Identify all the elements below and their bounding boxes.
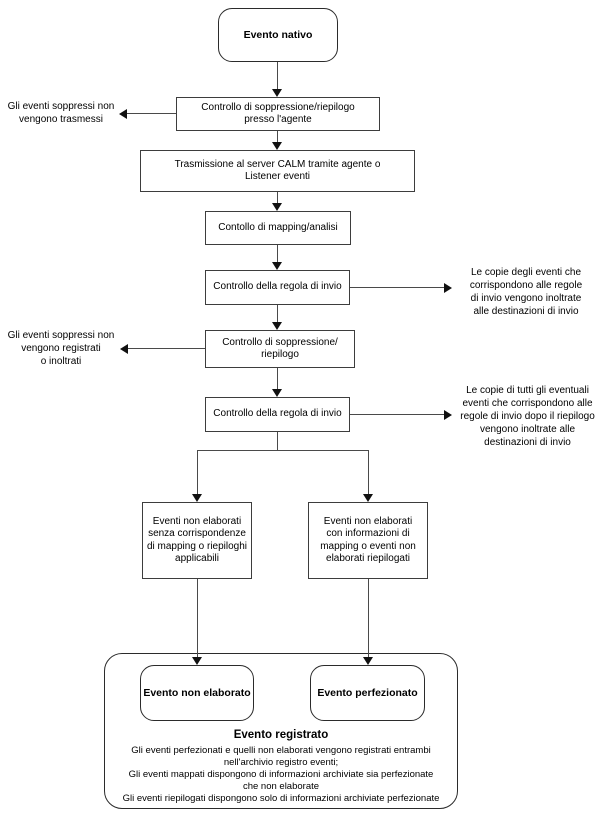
arrowhead-down-icon [272, 142, 282, 150]
node-eventi-con-informazioni: Eventi non elaborati con informazioni di… [308, 502, 428, 579]
arrowhead-down-icon [192, 494, 202, 502]
node-evento-nativo: Evento nativo [218, 8, 338, 62]
connector-line [197, 450, 368, 451]
connector-line [128, 348, 205, 349]
arrowhead-down-icon [363, 494, 373, 502]
arrowhead-down-icon [272, 203, 282, 211]
connector-line [350, 414, 444, 415]
node-eventi-senza-corrispondenze: Eventi non elaborati senza corrispondenz… [142, 502, 252, 579]
connector-line [127, 113, 176, 114]
annotation-soppressi-non-registrati: Gli eventi soppressi non vengono registr… [7, 330, 115, 367]
node-controllo-mapping: Contollo di mapping/analisi [205, 211, 351, 245]
arrowhead-down-icon [272, 89, 282, 97]
arrowhead-down-icon [192, 657, 202, 665]
arrowhead-down-icon [272, 322, 282, 330]
node-controllo-regola-invio-1: Controllo della regola di invio [205, 270, 350, 305]
connector-line [368, 579, 369, 657]
node-controllo-soppressione-riepilogo: Controllo di soppressione/ riepilogo [205, 330, 355, 368]
connector-line [350, 287, 444, 288]
annotation-soppressi-non-trasmessi: Gli eventi soppressi non vengono trasmes… [7, 101, 115, 125]
connector-line [277, 368, 278, 389]
arrowhead-left-icon [119, 109, 127, 119]
connector-line [277, 62, 278, 90]
connector-line [197, 450, 198, 494]
arrowhead-right-icon [444, 410, 452, 420]
connector-line [277, 192, 278, 204]
evento-registrato-title: Evento registrato [233, 729, 329, 741]
arrowhead-left-icon [120, 344, 128, 354]
node-controllo-soppressione-agente: Controllo di soppressione/riepilogo pres… [176, 97, 380, 131]
arrowhead-down-icon [363, 657, 373, 665]
node-evento-non-elaborato: Evento non elaborato [140, 665, 254, 721]
connector-line [197, 579, 198, 657]
connector-line [368, 450, 369, 494]
evento-registrato-description: Gli eventi perfezionati e quelli non ela… [122, 745, 440, 804]
arrowhead-down-icon [272, 262, 282, 270]
arrowhead-right-icon [444, 283, 452, 293]
arrowhead-down-icon [272, 389, 282, 397]
connector-line [277, 432, 278, 450]
annotation-copie-eventi-inoltrate: Le copie degli eventi che corrispondono … [469, 267, 583, 317]
node-evento-perfezionato: Evento perfezionato [310, 665, 425, 721]
connector-line [277, 245, 278, 262]
connector-line [277, 305, 278, 322]
connector-line [277, 131, 278, 143]
node-controllo-regola-invio-2: Controllo della regola di invio [205, 397, 350, 432]
node-trasmissione-server: Trasmissione al server CALM tramite agen… [140, 150, 415, 192]
annotation-copie-eventi-riepilogo: Le copie di tutti gli eventuali eventi c… [460, 385, 595, 448]
